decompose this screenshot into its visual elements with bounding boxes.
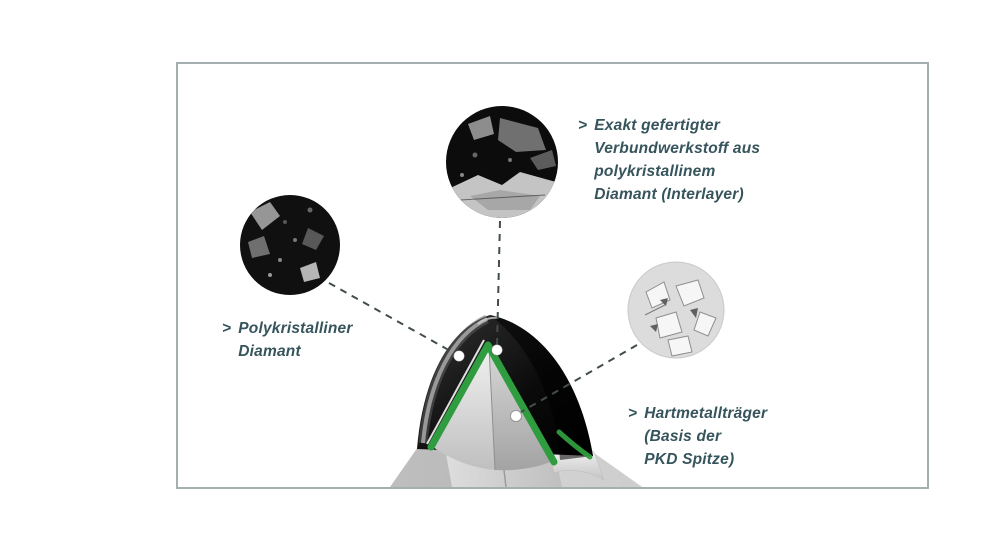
label-line: Polykristalliner xyxy=(238,320,353,337)
interlayer-micrograph xyxy=(446,106,558,218)
polycrystalline-diamond-micrograph xyxy=(240,195,340,295)
label-interlayer: > Exakt gefertigter Verbundwerkstoff aus… xyxy=(578,114,760,206)
label-text: Hartmetallträger (Basis der PKD Spitze) xyxy=(644,402,767,471)
micrograph-ring xyxy=(627,261,725,359)
carbide-carrier-micrograph xyxy=(628,262,724,358)
label-line: Hartmetallträger xyxy=(644,405,768,422)
interlayer-green-band xyxy=(427,341,558,466)
label-line: polykristallinem xyxy=(594,163,716,180)
label-text: Exakt gefertigter Verbundwerkstoff aus p… xyxy=(594,114,760,206)
connection-dot-traeger xyxy=(510,410,522,422)
connector-pkd xyxy=(328,282,455,354)
label-traeger: > Hartmetallträger (Basis der PKD Spitze… xyxy=(628,402,767,471)
label-text: Polykristalliner Diamant xyxy=(238,317,352,363)
label-line: Diamant (Interlayer) xyxy=(594,186,744,203)
pkd-drill-tip-cutaway xyxy=(390,314,642,488)
label-line: PKD Spitze) xyxy=(644,451,735,468)
label-pkd: > Polykristalliner Diamant xyxy=(222,317,353,363)
label-line: Verbundwerkstoff aus xyxy=(594,140,761,157)
chevron-marker: > xyxy=(578,117,588,134)
chevron-marker: > xyxy=(222,320,232,337)
label-line: Exakt gefertigter xyxy=(594,117,720,134)
label-line: Diamant xyxy=(238,343,301,360)
connector-traeger xyxy=(520,344,638,413)
chevron-marker: > xyxy=(628,405,638,422)
connection-dot-interlayer xyxy=(491,344,503,356)
connection-dot-pkd xyxy=(453,350,465,362)
label-line: (Basis der xyxy=(644,428,722,445)
